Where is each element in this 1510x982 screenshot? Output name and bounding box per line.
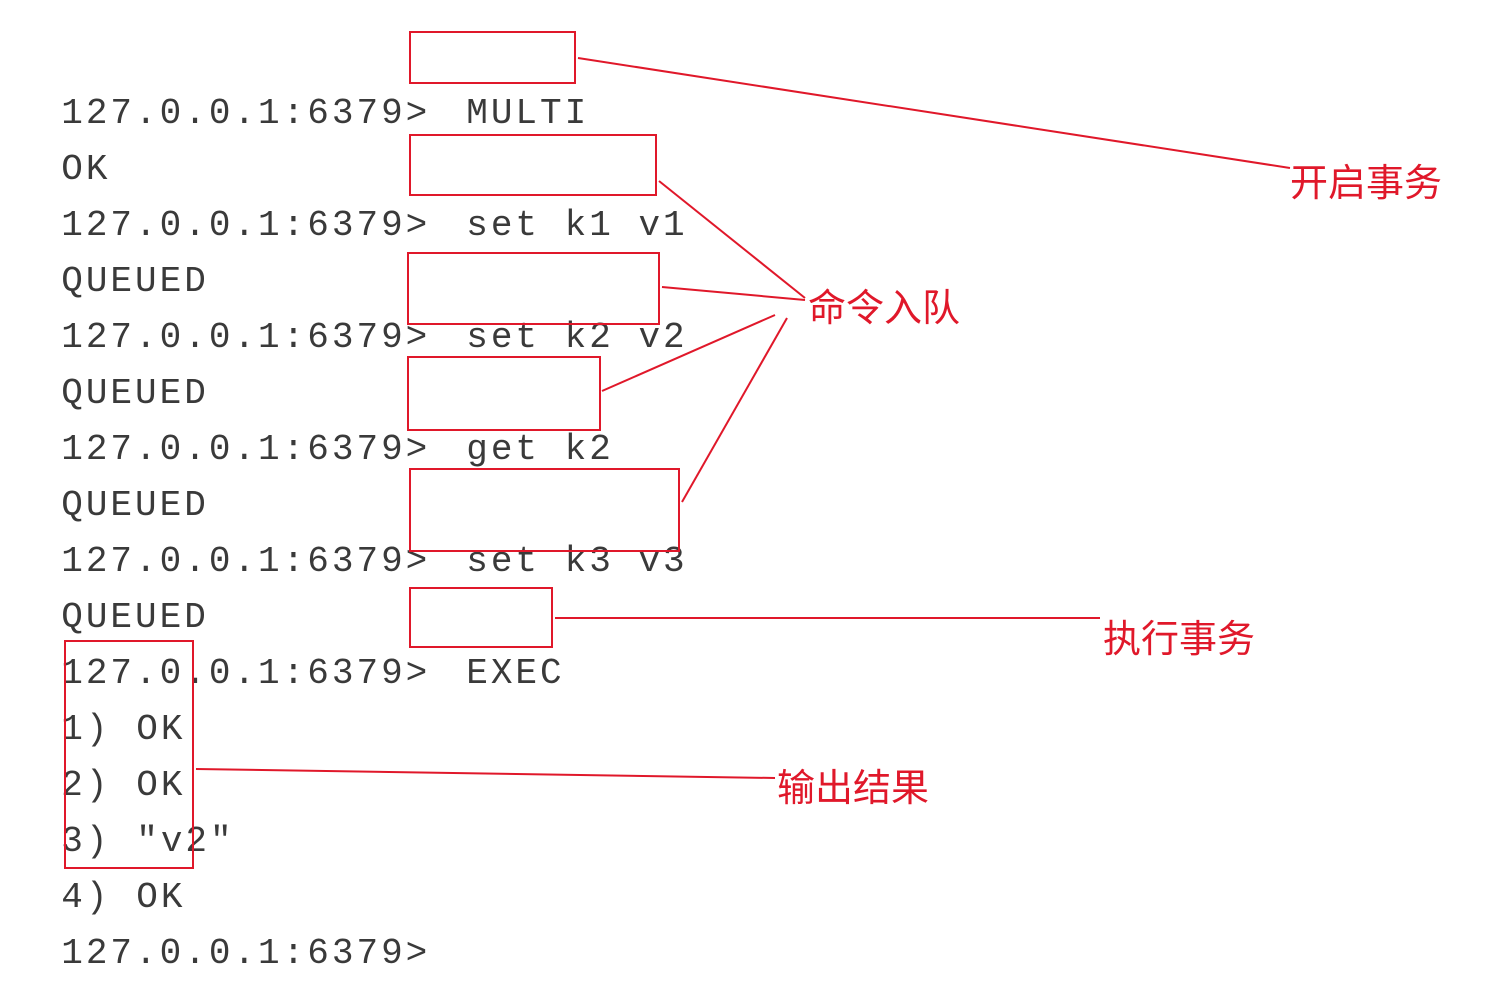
label-output-results: 输出结果 xyxy=(777,766,930,810)
highlight-box-set-k1 xyxy=(409,134,657,196)
line-queued-4: QUEUED xyxy=(12,534,209,638)
result-index: 2) xyxy=(61,765,111,806)
connector-multi xyxy=(577,57,1291,169)
result-row: 4) OK xyxy=(12,814,185,918)
prompt: 127.0.0.1:6379> xyxy=(61,653,431,694)
label-queue-commands: 命令入队 xyxy=(808,286,961,330)
output-ok: OK xyxy=(61,149,111,190)
command-get-k2: get k2 xyxy=(466,429,614,470)
highlight-box-set-k2 xyxy=(407,252,660,325)
result-value: "v2" xyxy=(136,821,235,862)
output-queued: QUEUED xyxy=(61,261,209,302)
line-queued-2: QUEUED xyxy=(12,310,209,414)
command-set-k3: set k3 v3 xyxy=(466,541,688,582)
prompt: 127.0.0.1:6379> xyxy=(61,317,431,358)
connector-results xyxy=(195,768,776,779)
result-index: 1) xyxy=(61,709,111,750)
line-queued-3: QUEUED xyxy=(12,422,209,526)
result-index: 4) xyxy=(61,877,111,918)
prompt: 127.0.0.1:6379> xyxy=(61,429,431,470)
label-start-transaction: 开启事务 xyxy=(1290,161,1443,205)
command-exec: EXEC xyxy=(466,653,565,694)
result-index: 3) xyxy=(61,821,111,862)
line-set-k2: 127.0.0.1:6379>set k2 v2 xyxy=(12,254,688,358)
command-multi: MULTI xyxy=(466,93,590,134)
output-queued: QUEUED xyxy=(61,485,209,526)
connector-lines xyxy=(195,57,1291,779)
output-queued: QUEUED xyxy=(61,373,209,414)
line-set-k3: 127.0.0.1:6379> set k3 v3 xyxy=(12,478,688,582)
connector-set-k2 xyxy=(661,286,806,301)
highlight-box-results xyxy=(64,640,194,869)
prompt: 127.0.0.1:6379> xyxy=(61,541,431,582)
result-value: OK xyxy=(136,709,186,750)
line-get-k2: 127.0.0.1:6379> get k2 xyxy=(12,366,614,470)
result-value: OK xyxy=(136,877,186,918)
prompt: 127.0.0.1:6379> xyxy=(61,93,431,134)
label-exec-transaction: 执行事务 xyxy=(1103,617,1256,661)
highlight-box-exec xyxy=(409,587,553,648)
highlight-box-multi xyxy=(409,31,576,84)
result-row: 2) OK xyxy=(12,702,185,806)
result-row: 1) OK xyxy=(12,646,185,750)
line-multi: 127.0.0.1:6379> MULTI xyxy=(12,30,589,134)
line-set-k1: 127.0.0.1:6379> set k1 v1 xyxy=(12,142,688,246)
line-queued-1: QUEUED xyxy=(12,198,209,302)
prompt: 127.0.0.1:6379> xyxy=(61,205,431,246)
line-exec: 127.0.0.1:6379> EXEC xyxy=(12,590,565,694)
result-row: 3) "v2" xyxy=(12,758,235,862)
connector-set-k3 xyxy=(681,317,788,503)
command-set-k1: set k1 v1 xyxy=(466,205,688,246)
output-queued: QUEUED xyxy=(61,597,209,638)
highlight-box-set-k3 xyxy=(409,468,680,552)
connector-get-k2 xyxy=(601,314,776,392)
connector-set-k1 xyxy=(658,180,806,299)
line-ok: OK xyxy=(12,86,110,190)
result-value: OK xyxy=(136,765,186,806)
highlight-box-get-k2 xyxy=(407,356,601,431)
